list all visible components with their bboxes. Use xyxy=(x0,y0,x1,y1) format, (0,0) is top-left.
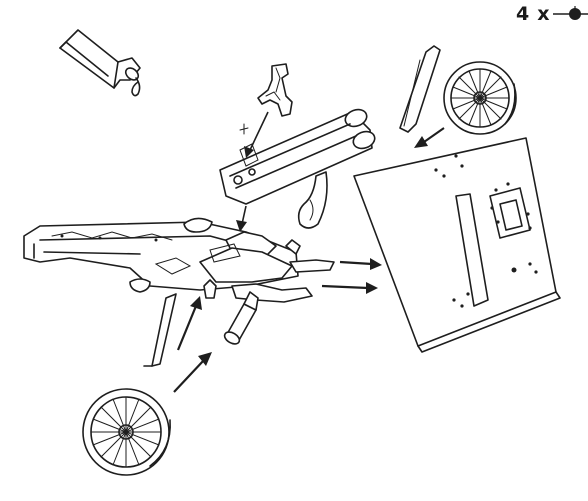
quantity-badge: 4 x xyxy=(516,1,588,27)
barrel-cylinders xyxy=(219,108,376,205)
trigger xyxy=(297,171,328,229)
trigger-bracket xyxy=(257,63,293,117)
arrow-shield-upper xyxy=(339,258,382,270)
wheel-left xyxy=(82,388,171,476)
assembly-arrows xyxy=(173,111,445,393)
quantity-multiplier: x xyxy=(537,3,550,25)
axle-rod xyxy=(399,45,441,133)
gun-carriage-frame xyxy=(23,217,335,303)
shield-plate xyxy=(353,137,561,353)
arrow-axle-rod xyxy=(414,127,445,148)
axle-stub xyxy=(223,291,259,345)
arrow-trigger-bracket xyxy=(244,111,269,158)
quantity-number: 4 xyxy=(516,3,530,25)
wheel-right xyxy=(443,61,517,135)
glue-tube-icon xyxy=(59,29,141,97)
arrow-left-wheel xyxy=(173,352,212,393)
support-leg xyxy=(143,293,177,367)
arrow-barrel-down xyxy=(236,205,247,232)
arrow-shield-lower xyxy=(321,282,378,294)
arrow-support-leg xyxy=(176,296,202,351)
